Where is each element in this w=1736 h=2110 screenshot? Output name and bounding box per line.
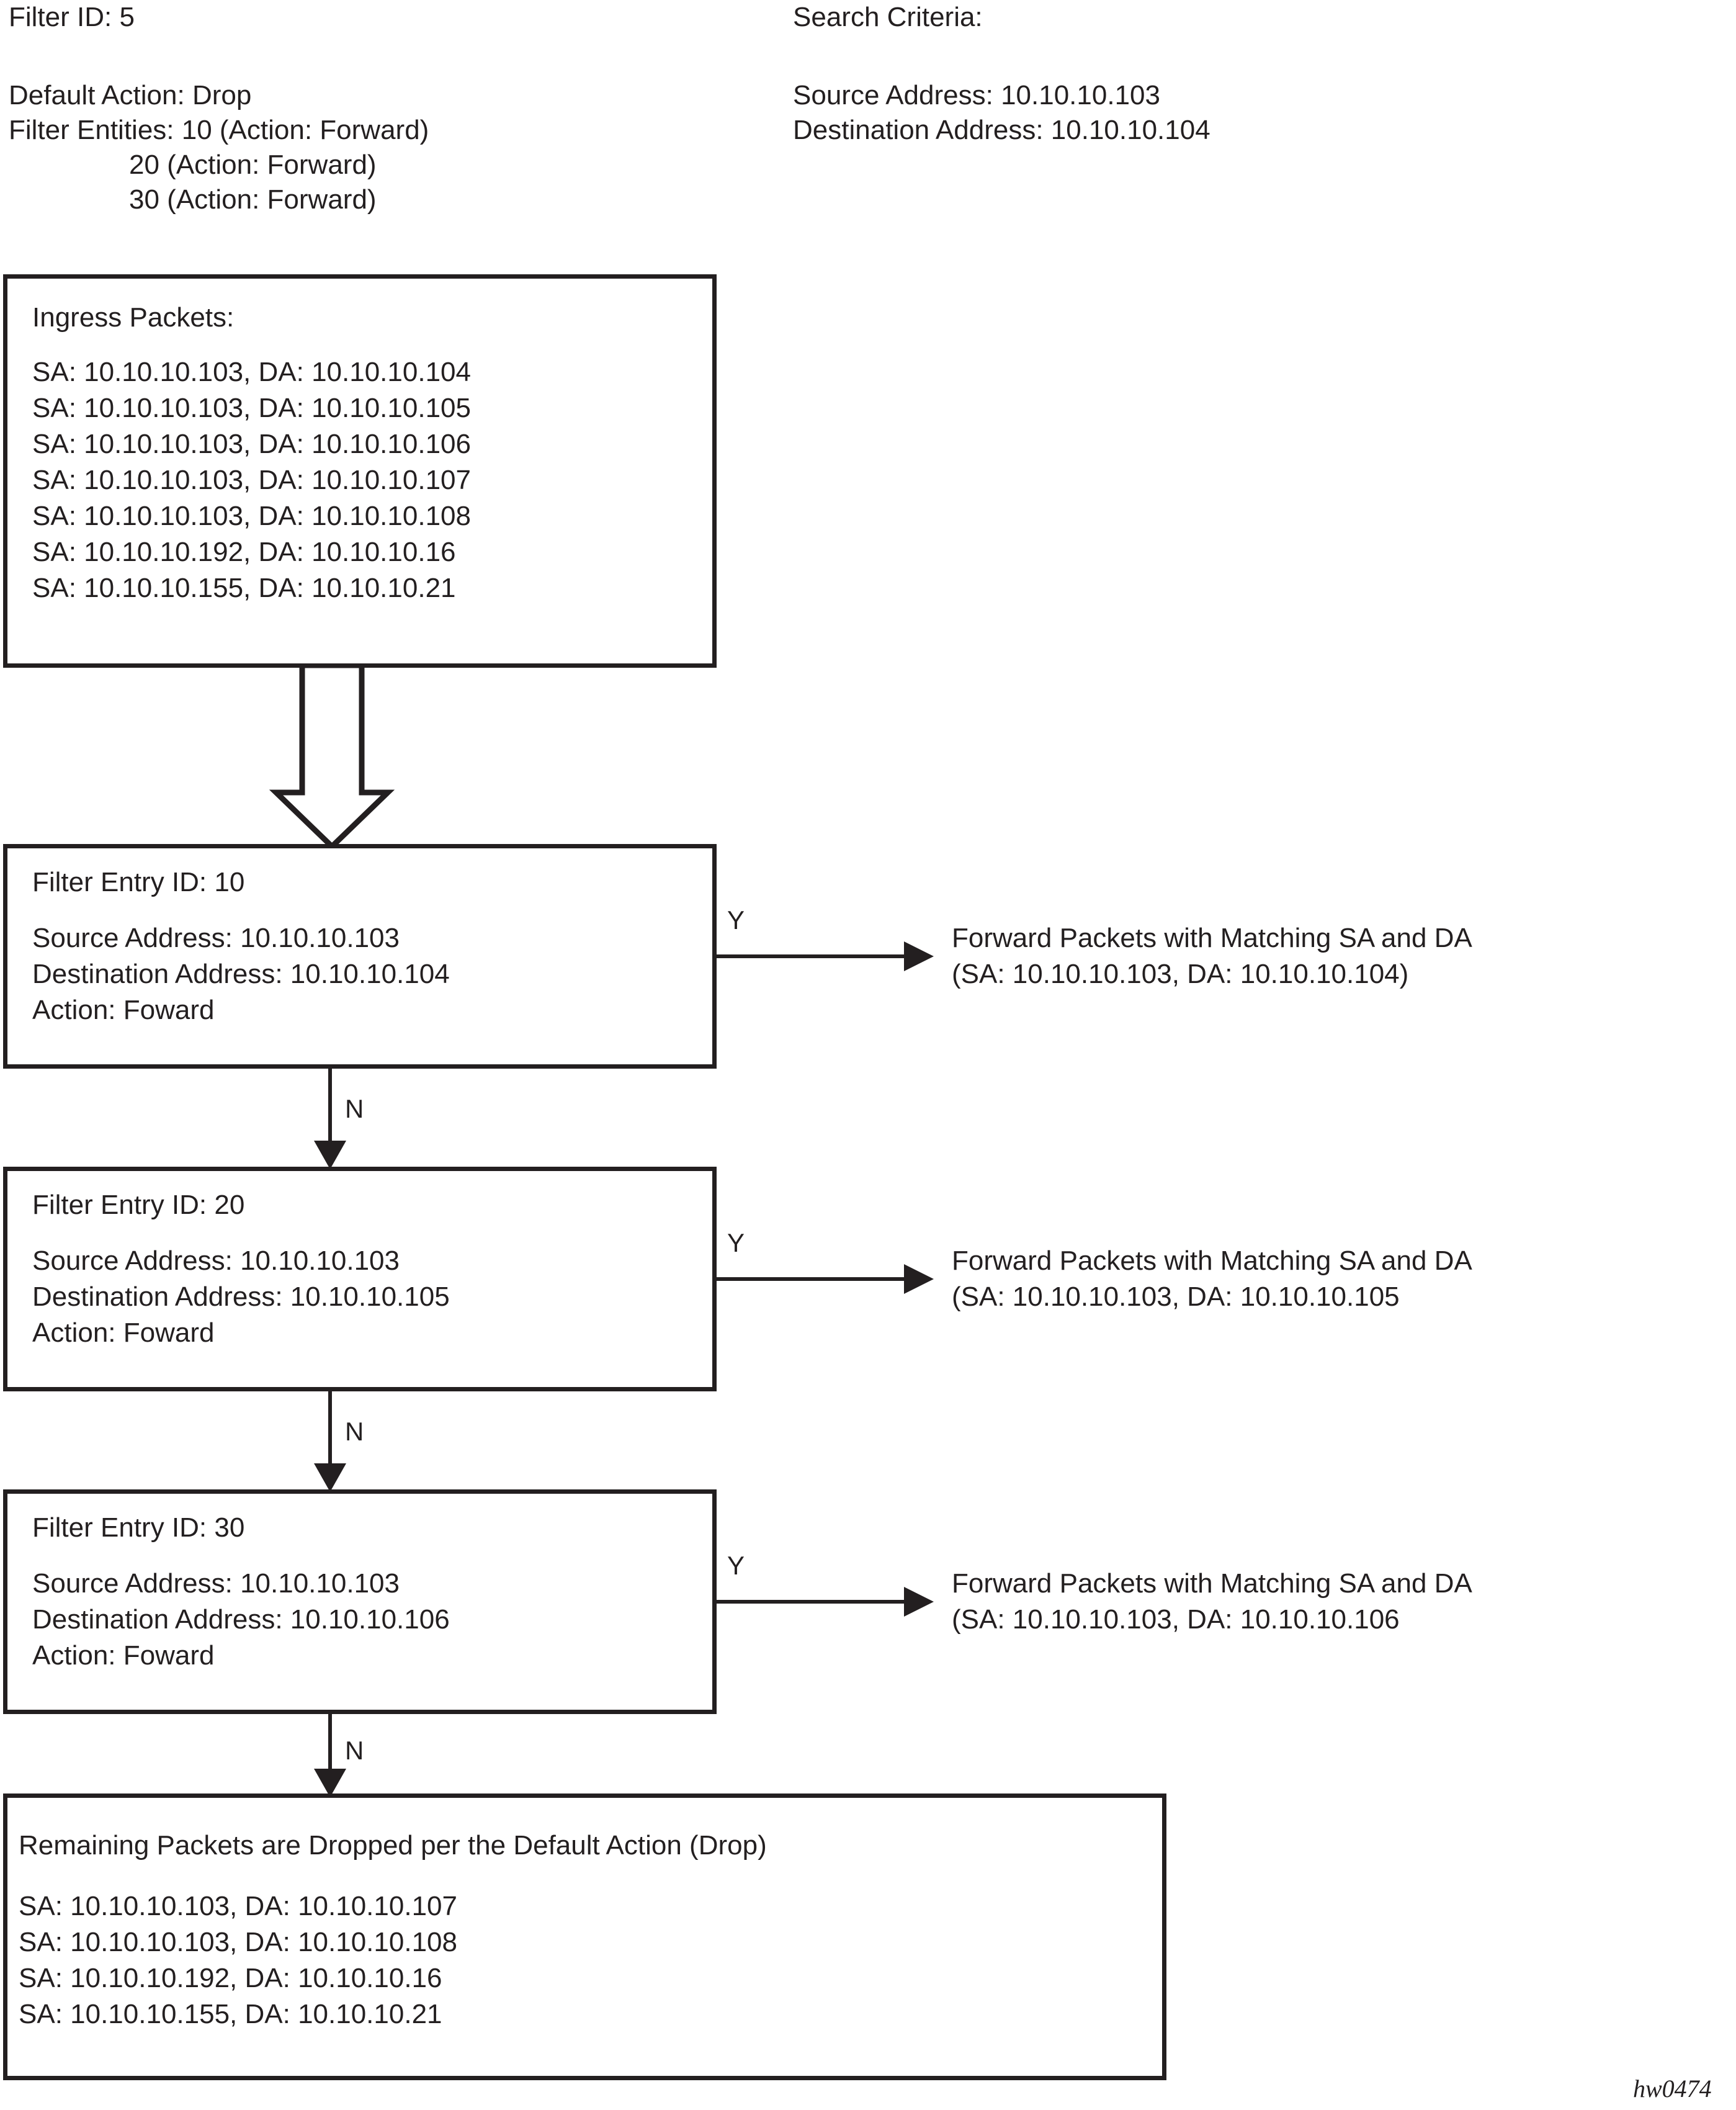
filter-entry-10-result-line2: (SA: 10.10.10.103, DA: 10.10.10.104) <box>952 959 1409 989</box>
filter-entry-10-action: Action: Foward <box>32 995 215 1025</box>
filter-entry-30-result-line1: Forward Packets with Matching SA and DA <box>952 1568 1472 1599</box>
filter-entry-10-yes-arrowhead <box>904 941 934 971</box>
filter-entry-20-result-line1: Forward Packets with Matching SA and DA <box>952 1246 1472 1276</box>
filter-entry-20-no-label: N <box>345 1417 364 1446</box>
dropped-packet-row: SA: 10.10.10.103, DA: 10.10.10.107 <box>19 1891 457 1921</box>
filter-entry-20-yes-arrowhead <box>904 1264 934 1294</box>
ingress-packet-row: SA: 10.10.10.103, DA: 10.10.10.106 <box>32 429 471 459</box>
ingress-packet-row: SA: 10.10.10.192, DA: 10.10.10.16 <box>32 537 456 567</box>
ingress-packets-title: Ingress Packets: <box>32 302 235 333</box>
dropped-packet-row: SA: 10.10.10.155, DA: 10.10.10.21 <box>19 1999 442 2029</box>
filter-entry-10-source: Source Address: 10.10.10.103 <box>32 923 400 953</box>
filter-entry-20-destination: Destination Address: 10.10.10.105 <box>32 1282 450 1312</box>
filter-entry-20-result-line2: (SA: 10.10.10.103, DA: 10.10.10.105 <box>952 1282 1400 1312</box>
filter-entry-10-result-line1: Forward Packets with Matching SA and DA <box>952 923 1472 953</box>
filter-entry-30-yes-label: Y <box>727 1551 745 1580</box>
filter-entry-10-yes-label: Y <box>727 905 745 935</box>
filter-entry-30-box <box>3 1489 717 1714</box>
filter-entry-30-no-arrowhead <box>314 1769 346 1797</box>
filter-id-label: Filter ID: 5 <box>9 2 135 32</box>
filter-entry-30-source: Source Address: 10.10.10.103 <box>32 1568 400 1599</box>
dropped-packets-title: Remaining Packets are Dropped per the De… <box>19 1830 767 1861</box>
filter-entities-label: Filter Entities: 10 (Action: Forward) <box>9 115 429 145</box>
filter-entry-30-id: Filter Entry ID: 30 <box>32 1512 245 1543</box>
filter-entry-30-yes-arrowhead <box>904 1587 934 1617</box>
filter-entry-10-yes-connector <box>717 954 906 958</box>
ingress-packet-row: SA: 10.10.10.103, DA: 10.10.10.104 <box>32 357 471 387</box>
ingress-packet-row: SA: 10.10.10.103, DA: 10.10.10.105 <box>32 393 471 423</box>
filter-entry-30-yes-connector <box>717 1600 906 1604</box>
filter-entry-20-no-arrowhead <box>314 1463 346 1492</box>
filter-entry-30-action: Action: Foward <box>32 1640 215 1671</box>
filter-entry-10-no-label: N <box>345 1094 364 1123</box>
filter-entity-20-label: 20 (Action: Forward) <box>129 150 377 180</box>
filter-entry-20-yes-label: Y <box>727 1228 745 1257</box>
filter-entry-20-source: Source Address: 10.10.10.103 <box>32 1246 400 1276</box>
filter-entry-20-yes-connector <box>717 1277 906 1281</box>
ingress-packet-row: SA: 10.10.10.155, DA: 10.10.10.21 <box>32 573 456 603</box>
filter-entry-10-id: Filter Entry ID: 10 <box>32 867 245 897</box>
ingress-packet-row: SA: 10.10.10.103, DA: 10.10.10.108 <box>32 501 471 531</box>
filter-entry-10-no-arrowhead <box>314 1141 346 1169</box>
filter-entity-30-label: 30 (Action: Forward) <box>129 184 377 215</box>
filter-entry-20-no-connector <box>328 1391 332 1467</box>
figure-id-label: hw0474 <box>1633 2075 1712 2103</box>
filter-entry-10-no-connector <box>328 1069 332 1144</box>
ingress-packet-row: SA: 10.10.10.103, DA: 10.10.10.107 <box>32 465 471 495</box>
ingress-packets-box <box>3 274 717 668</box>
filter-entry-30-result-line2: (SA: 10.10.10.103, DA: 10.10.10.106 <box>952 1604 1400 1635</box>
dropped-packets-box <box>3 1794 1166 2080</box>
filter-entry-10-box <box>3 844 717 1069</box>
default-action-label: Default Action: Drop <box>9 80 252 110</box>
filter-entry-10-destination: Destination Address: 10.10.10.104 <box>32 959 450 989</box>
filter-entry-20-id: Filter Entry ID: 20 <box>32 1190 245 1220</box>
search-destination-address: Destination Address: 10.10.10.104 <box>793 115 1210 145</box>
filter-entry-20-box <box>3 1167 717 1391</box>
dropped-packet-row: SA: 10.10.10.192, DA: 10.10.10.16 <box>19 1963 442 1993</box>
filter-entry-30-no-connector <box>328 1714 332 1796</box>
ingress-to-filter-block-arrow <box>269 665 395 849</box>
filter-entry-30-no-label: N <box>345 1736 364 1765</box>
dropped-packet-row: SA: 10.10.10.103, DA: 10.10.10.108 <box>19 1927 457 1957</box>
filter-entry-30-destination: Destination Address: 10.10.10.106 <box>32 1604 450 1635</box>
filter-entry-20-action: Action: Foward <box>32 1318 215 1348</box>
search-source-address: Source Address: 10.10.10.103 <box>793 80 1160 110</box>
search-criteria-label: Search Criteria: <box>793 2 983 32</box>
